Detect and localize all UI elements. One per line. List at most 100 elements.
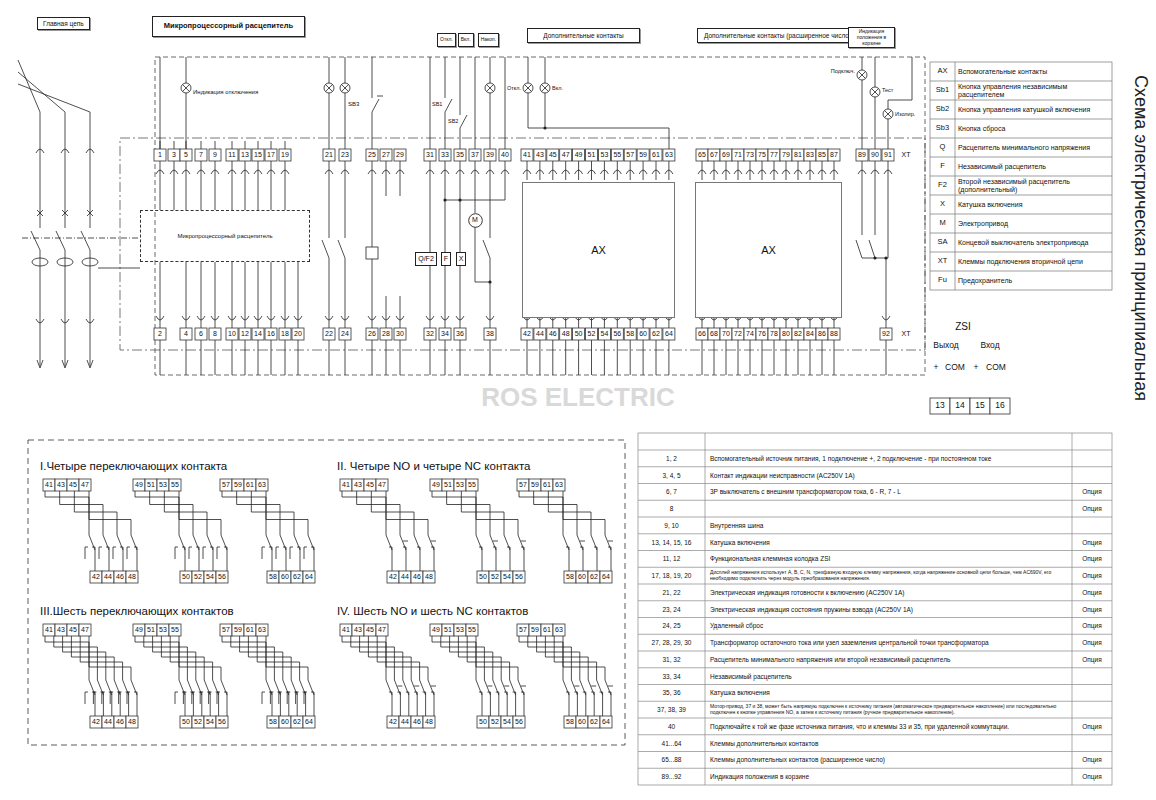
contact-wire [566,547,569,571]
terminal-box [816,328,828,340]
terminal-box [220,479,232,491]
table-cell: 31, 32 [638,651,705,668]
terminal-number: 52 [491,718,499,726]
terminal-number: 53 [159,481,167,489]
table-rule [638,684,1112,685]
contact-wire [127,547,128,559]
terminal-number: 62 [293,718,301,726]
terminal-number: 78 [770,330,778,338]
internal-wire [160,180,161,210]
table-cell: Катушка включения [705,534,1072,551]
contact-wire [45,636,89,680]
contact-wire [277,692,280,716]
terminal-number: 53 [456,481,464,489]
legend-symbol: SA [930,233,955,252]
contact-wire [224,547,227,571]
control-wire [345,57,346,149]
contact-wire [175,692,176,704]
contact-wire [397,692,400,716]
terminal-number: 63 [555,626,563,634]
terminal-box [252,328,264,340]
control-wire [445,112,446,149]
terminal-lead [565,340,566,375]
terminal-number: 75 [758,151,766,159]
terminal-number: 50 [575,330,583,338]
terminal-box [43,624,55,636]
terminal-box [466,624,478,636]
table-cell: Трансформатор остаточного тока или узел … [705,634,1072,651]
terminal-number: 58 [566,573,574,581]
terminal-number: 68 [710,330,718,338]
contact-wire [209,692,212,693]
plug-contact [746,170,754,174]
box-text: Главная цепь [43,20,84,27]
terminal-box [804,328,816,340]
main-conductor [65,250,66,366]
plug-contact [241,316,249,320]
contact-wire [386,636,428,680]
table-rule [930,233,1112,234]
lamp-symbol [883,109,893,119]
terminal-number: 43 [57,481,65,489]
terminal-box [484,149,496,161]
table-cell: Электрическая индикация состояния пружин… [705,601,1072,618]
withdrawable-band [120,138,925,350]
nc-marker [414,686,419,687]
terminal-lead [490,340,491,375]
contact-wire [262,692,265,693]
terminal-number: 45 [366,626,374,634]
lamp-symbol [542,85,549,92]
terminal-number: 56 [515,573,523,581]
breaker-contact [81,231,90,250]
contact-wire [200,692,201,704]
terminal-box [586,328,598,340]
plug-contact [562,170,570,174]
terminal-number: 57 [222,481,230,489]
plug-contact [818,170,826,174]
plug-contact [211,170,219,174]
arrow-head [37,360,43,368]
terminal-box [501,571,513,583]
contact-blade [213,680,219,695]
contact-blade [103,535,109,550]
terminal-number: 30 [396,330,404,338]
current-transformer [82,258,98,266]
terminal-number: 50 [479,573,487,581]
lamp-symbol [487,85,494,92]
contact-wire [208,692,209,704]
terminal-box [517,479,529,491]
contact-wire [119,692,122,693]
panel-title: III.Шесть переключающих контактов [40,605,234,618]
terminal-lead [490,161,491,180]
terminal-number: 61 [543,481,551,489]
terminal-number: 1 [158,151,162,159]
internal-wire [345,258,346,312]
lamp-symbol [523,83,533,93]
terminal-lead [702,340,703,375]
terminal-box [387,571,399,583]
terminal-lead [160,340,161,375]
legend-text: Расцепитель минимального напряжения [955,138,1112,157]
terminal-box [598,328,610,340]
table-rule [930,157,1112,158]
contact-blade [266,535,272,550]
contact-wire [467,636,509,680]
contact-wire [101,692,102,704]
table-rule [930,271,1112,272]
plug-contact [575,170,583,174]
nc-marker [504,686,509,687]
internal-wire [475,227,476,282]
terminal-number: 51 [147,626,155,634]
terminal-box [553,479,565,491]
terminal-box [454,624,466,636]
terminal-box [154,328,166,340]
contact-wire [89,491,131,535]
table-cell: 17, 18, 19, 20 [638,567,705,584]
terminal-box [216,716,228,728]
table-rule [638,718,1112,719]
terminal-lead [656,161,657,180]
contact-blade [283,680,289,695]
terminal-number: 64 [602,573,610,581]
terminal-lead [750,161,751,180]
table-cell: Расцепитель минимального напряжения или … [705,651,1072,668]
